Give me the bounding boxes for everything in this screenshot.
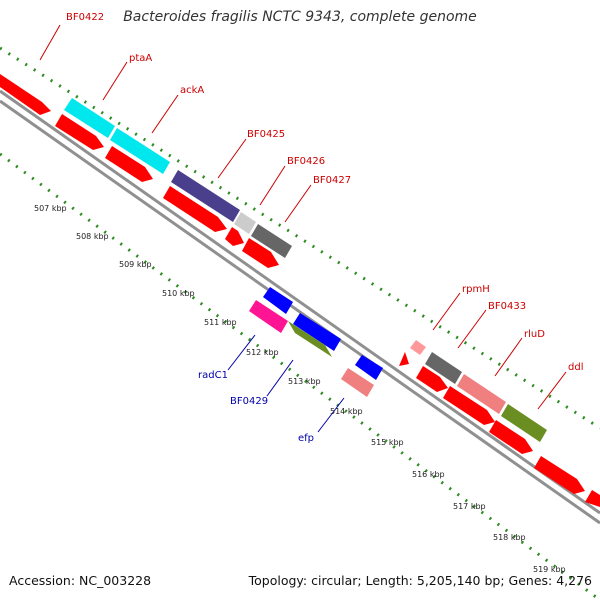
gene-ptaA[interactable] — [64, 98, 115, 138]
label-ddl[interactable]: ddl — [568, 362, 583, 373]
tick-label-519: 519 kbp — [533, 565, 566, 574]
outer-tick-ring — [0, 46, 600, 430]
tick-label-510: 510 kbp — [162, 289, 195, 298]
forward-features — [0, 74, 547, 442]
label-BF0427[interactable]: BF0427 — [313, 175, 351, 186]
reverse-features — [249, 287, 383, 397]
leader-BF0427 — [284, 184, 312, 223]
forward-labels: BF0422 ptaA ackA BF0425 BF0426 BF0427 rp… — [66, 12, 583, 373]
cds-arrow[interactable] — [416, 366, 448, 392]
cds-arrow[interactable] — [534, 456, 585, 494]
cds-arrow[interactable] — [242, 238, 279, 268]
label-rpmH[interactable]: rpmH — [462, 284, 490, 295]
gene-BF0422[interactable] — [0, 74, 51, 115]
label-BF0422[interactable]: BF0422 — [66, 12, 104, 23]
leader-BF0426 — [259, 165, 286, 206]
label-BF0426[interactable]: BF0426 — [287, 156, 325, 167]
cds-track — [55, 114, 600, 507]
tick-label-512: 512 kbp — [246, 348, 279, 357]
tick-label-509: 509 kbp — [119, 260, 152, 269]
gene-rev-blue-3[interactable] — [355, 355, 383, 380]
leader-ptaA — [102, 61, 128, 101]
label-ptaA[interactable]: ptaA — [129, 53, 152, 64]
gene-BF0427[interactable] — [251, 224, 292, 258]
leader-ddl — [537, 371, 567, 410]
leader-rluD — [494, 337, 523, 377]
gene-rpmH[interactable] — [410, 340, 426, 355]
label-BF0429[interactable]: BF0429 — [230, 396, 268, 407]
leader-ackA — [151, 94, 179, 134]
cds-arrow[interactable] — [443, 386, 495, 425]
leader-BF0433 — [457, 309, 487, 349]
backbone-line-outer — [0, 89, 600, 515]
cds-arrow[interactable] — [225, 227, 244, 246]
gene-ddl[interactable] — [501, 404, 547, 442]
label-BF0433[interactable]: BF0433 — [488, 301, 526, 312]
gene-rev-blue-2[interactable] — [293, 313, 341, 351]
tick-label-513: 513 kbp — [288, 377, 321, 386]
tick-label-516: 516 kbp — [412, 470, 445, 479]
label-ackA[interactable]: ackA — [180, 85, 204, 96]
tick-label-514: 514 kbp — [330, 407, 363, 416]
cds-arrow[interactable] — [585, 490, 600, 507]
tick-label-515: 515 kbp — [371, 438, 404, 447]
backbone-line-inner — [0, 99, 600, 525]
label-rluD[interactable]: rluD — [524, 329, 545, 340]
gene-efp[interactable] — [341, 368, 374, 397]
leader-BF0422 — [39, 24, 61, 61]
leader-lines — [39, 24, 567, 433]
tick-label-508: 508 kbp — [76, 232, 109, 241]
gene-rev-blue-1[interactable] — [263, 287, 293, 314]
label-efp[interactable]: efp — [298, 433, 314, 444]
cds-arrow[interactable] — [105, 146, 153, 182]
leader-efp — [317, 397, 345, 433]
gene-radC1[interactable] — [249, 300, 288, 333]
cds-arrow[interactable] — [55, 114, 104, 150]
leader-rpmH — [432, 292, 461, 331]
cds-arrow[interactable] — [399, 352, 409, 366]
leader-radC1 — [227, 334, 256, 371]
accession-label: Accession: NC_003228 — [9, 573, 152, 588]
tick-label-517: 517 kbp — [453, 502, 486, 511]
cds-arrow[interactable] — [163, 186, 227, 232]
tick-label-511: 511 kbp — [204, 318, 237, 327]
leader-BF0425 — [217, 138, 247, 179]
topology-label: Topology: circular; Length: 5,205,140 bp… — [248, 573, 592, 588]
label-radC1[interactable]: radC1 — [198, 370, 228, 381]
tick-label-507: 507 kbp — [34, 204, 67, 213]
gene-rluD[interactable] — [457, 374, 506, 414]
reverse-labels: radC1 BF0429 efp — [198, 370, 314, 444]
label-BF0425[interactable]: BF0425 — [247, 129, 285, 140]
page-title: Bacteroides fragilis NCTC 9343, complete… — [123, 9, 477, 25]
cds-arrow[interactable] — [489, 420, 533, 454]
gene-BF0426[interactable] — [234, 212, 256, 234]
leader-BF0429 — [266, 359, 294, 397]
tick-labels: 507 kbp 508 kbp 509 kbp 510 kbp 511 kbp … — [34, 204, 566, 574]
gene-BF0433-bar[interactable] — [425, 352, 462, 384]
gene-BF0429[interactable] — [288, 321, 332, 357]
gene-ackA[interactable] — [110, 128, 170, 174]
tick-label-518: 518 kbp — [493, 533, 526, 542]
gene-BF0425[interactable] — [171, 170, 240, 222]
